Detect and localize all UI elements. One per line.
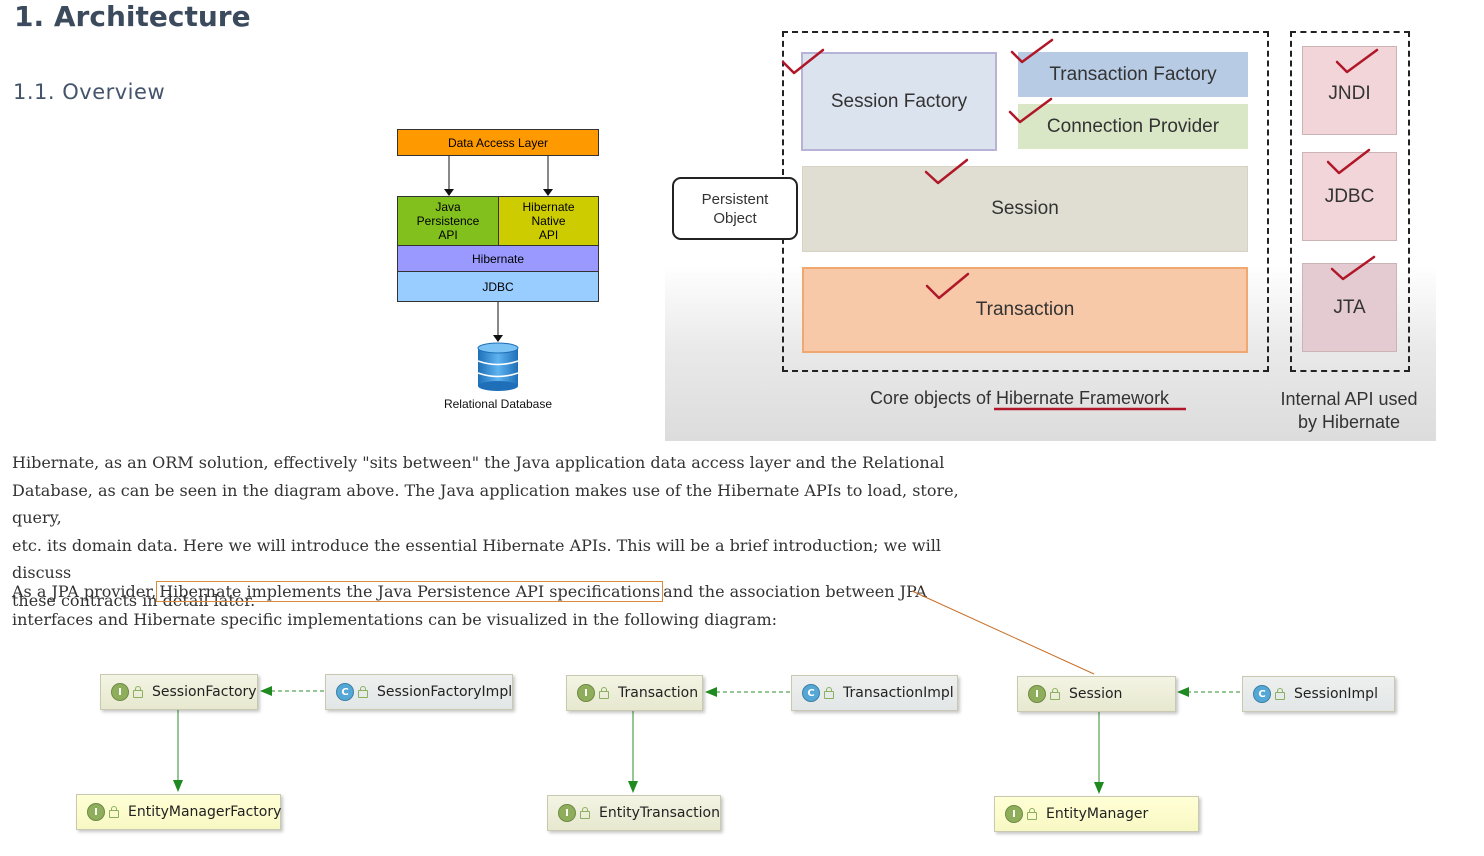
- hibernate-box: Hibernate: [397, 245, 599, 272]
- data-access-layer-box: Data Access Layer: [397, 129, 599, 156]
- transaction-box: Transaction: [802, 267, 1248, 353]
- intro-paragraph: Hibernate, as an ORM solution, effective…: [12, 453, 959, 610]
- lock-icon: [1050, 688, 1060, 700]
- core-objects-caption: Core objects of Hibernate Framework: [869, 388, 1170, 408]
- db-arrow: [493, 302, 503, 342]
- interface-icon: I: [577, 684, 595, 702]
- interface-icon: I: [1028, 685, 1046, 703]
- highlighted-text[interactable]: Hibernate implements the Java Persistenc…: [156, 581, 664, 602]
- layer-arrows: [444, 156, 553, 196]
- jndi-box: JNDI: [1302, 46, 1397, 135]
- checkmark-icon: [1010, 38, 1054, 64]
- checkmark-icon: [1330, 255, 1376, 281]
- checkmark-icon: [1326, 148, 1371, 175]
- persistent-object-box: Persistent Object: [672, 177, 798, 240]
- checkmark-icon: [1008, 97, 1053, 124]
- lock-icon: [1275, 688, 1285, 700]
- checkmark-icon: [925, 272, 970, 300]
- interface-icon: I: [87, 803, 105, 821]
- class-icon: C: [1253, 685, 1271, 703]
- native-api-box: Hibernate Native API: [498, 196, 599, 246]
- lock-icon: [824, 687, 834, 699]
- class-icon: C: [336, 683, 354, 701]
- session-factory-box: Session Factory: [801, 52, 997, 151]
- lock-icon: [1027, 808, 1037, 820]
- interface-icon: I: [1005, 805, 1023, 823]
- lock-icon: [109, 806, 119, 818]
- jdbc-box: JDBC: [397, 271, 599, 302]
- jta-box: JTA: [1302, 263, 1397, 352]
- section-title: 1.1. Overview: [13, 80, 166, 104]
- lock-icon: [599, 687, 609, 699]
- database-icon: [477, 342, 519, 391]
- internal-api-frame: [1290, 31, 1410, 372]
- transaction-factory-box: Transaction Factory: [1018, 52, 1248, 97]
- jpa-box: Java Persistence API: [397, 196, 499, 246]
- jpa-paragraph: As a JPA provider,Hibernate implements t…: [12, 581, 927, 629]
- jdbc-api-box: JDBC: [1302, 152, 1397, 241]
- interface-icon: I: [558, 804, 576, 822]
- session-box: Session: [802, 166, 1248, 252]
- checkmark-icon: [1335, 48, 1379, 74]
- connection-provider-box: Connection Provider: [1018, 104, 1248, 149]
- lock-icon: [358, 686, 368, 698]
- lock-icon: [580, 807, 590, 819]
- checkmark-icon: [781, 48, 825, 75]
- lock-icon: [133, 686, 143, 698]
- page-title: 1. Architecture: [14, 0, 251, 33]
- database-label: Relational Database: [443, 397, 553, 411]
- interface-icon: I: [111, 683, 129, 701]
- internal-api-caption: Internal API used by Hibernate: [1280, 389, 1418, 432]
- class-icon: C: [802, 684, 820, 702]
- checkmark-icon: [924, 158, 969, 185]
- checkmark-annotations: [781, 38, 1379, 411]
